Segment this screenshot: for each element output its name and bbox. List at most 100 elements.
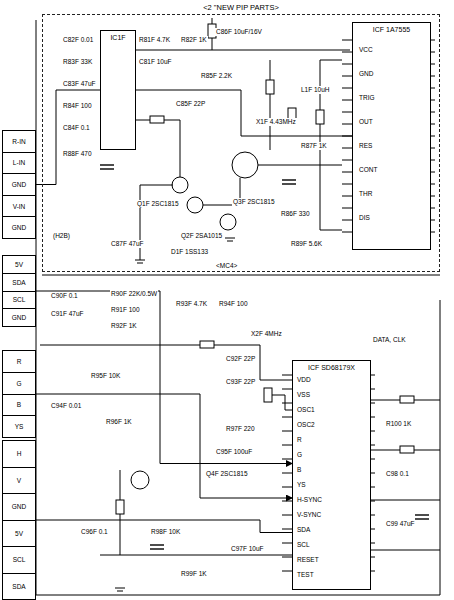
module-ic: IC1F [100, 30, 136, 150]
pin-tick [282, 417, 292, 418]
part-label: R99F 1K [180, 570, 208, 578]
pin-tick [282, 403, 292, 404]
part-label: X1F 4.43MHz [255, 118, 297, 126]
pin-name: L-IN [3, 153, 35, 175]
wire-connector [36, 291, 292, 464]
pin-name: GND [3, 309, 35, 326]
wire-connector [36, 90, 100, 185]
pin-name: GND [3, 217, 35, 238]
part-label: DATA, CLK [372, 336, 407, 344]
wire [272, 395, 292, 410]
pin-name: R-IN [3, 131, 35, 153]
wire [440, 300, 441, 595]
part-label: R94F 100 [218, 300, 249, 308]
ic-name: IC1F [101, 31, 135, 42]
capacitor-symbol [415, 518, 429, 519]
part-label: C98 0.1 [385, 470, 410, 478]
part-label: B [296, 466, 302, 474]
region-title: <2 "NEW PIP PARTS> [201, 3, 281, 12]
transistor-symbol [131, 471, 149, 489]
capacitor-symbol [282, 179, 296, 180]
pin-tick [282, 571, 292, 572]
crystal-symbol [264, 108, 296, 402]
pin-name: SCL [3, 292, 35, 310]
part-label: SDA [296, 526, 311, 534]
part-label: C82F 0.01 [62, 36, 94, 44]
part-label: C86F 10uF/16V [215, 28, 263, 36]
part-label: VCC [358, 46, 374, 54]
part-label: C97F 10uF [230, 545, 265, 553]
transistor-symbol [172, 177, 188, 193]
part-label: OSC2 [296, 421, 316, 429]
capacitor-symbol [150, 548, 164, 549]
part-label: DIS [358, 214, 371, 222]
capacitor-symbol [150, 544, 164, 545]
part-label: R91F 100 [110, 306, 141, 314]
connector: HVGND5VSCLSDA [2, 440, 36, 600]
pin-name: 5V [3, 256, 35, 274]
resistor-symbol [400, 396, 414, 403]
connector: RGBYS [2, 350, 36, 438]
part-label: R84F 100 [62, 102, 93, 110]
pin-tick [342, 220, 352, 221]
pin-name: SCL [3, 547, 35, 574]
pin-tick [342, 52, 352, 53]
pin-name: YS [3, 416, 35, 437]
resistor-symbol [400, 446, 414, 453]
pin-tick [342, 76, 352, 77]
pin-name: GND [3, 174, 35, 196]
part-label: RESET [296, 556, 320, 564]
pin-tick [282, 431, 292, 432]
resistor-symbol [200, 341, 214, 348]
pin-name: B [3, 395, 35, 417]
crystal-symbol [264, 388, 272, 402]
part-label: R83F 33K [62, 58, 93, 66]
part-label: VDD [296, 376, 312, 384]
pin-tick [282, 529, 292, 530]
wire [40, 345, 292, 380]
part-label: YS [296, 481, 307, 489]
part-label: R92F 1K [110, 322, 138, 330]
pin-name: R [3, 351, 35, 373]
part-label: R93F 4.7K [175, 300, 208, 308]
pin-name: SDA [3, 574, 35, 600]
wire [36, 18, 440, 595]
part-label: (H2B) [52, 232, 71, 240]
ground-symbol [137, 263, 143, 264]
capacitor-symbol [415, 514, 429, 515]
part-label: THR [358, 190, 373, 198]
ground-symbol [227, 241, 233, 242]
transistor-symbol [220, 214, 236, 230]
capacitor-symbol [100, 168, 114, 169]
part-label: R88F 470 [62, 150, 93, 158]
part-label: C96F 0.1 [80, 528, 109, 536]
part-label: CONT [358, 166, 378, 174]
pin-tick [342, 40, 352, 41]
part-label: R [296, 436, 303, 444]
part-label: R96F 1K [105, 418, 133, 426]
wire [140, 185, 173, 260]
ic-name: ICF SD68179X [293, 361, 370, 372]
part-label: R95F 10K [90, 372, 121, 380]
pin-tick [342, 196, 352, 197]
pip-region: <2 "NEW PIP PARTS>IC1FICF 1A7555 [42, 14, 440, 272]
pin-tick [282, 375, 292, 376]
part-label: R86F 330 [280, 210, 311, 218]
pin-tick [342, 160, 352, 161]
part-label: Q1F 2SC1815 [136, 200, 180, 208]
pin-tick [282, 501, 292, 502]
part-label: C94F 0.01 [50, 402, 82, 410]
connector: R-INL-INGNDV-INGND [2, 130, 36, 239]
pin-tick [282, 557, 292, 558]
pin-tick [342, 148, 352, 149]
part-label: Q3F 2SC1815 [232, 198, 276, 206]
pin-tick [342, 100, 352, 101]
pin-tick [342, 232, 352, 233]
part-label: L1F 10uH [300, 86, 331, 94]
part-label: TRIG [358, 94, 376, 102]
transistor-symbol [187, 197, 203, 213]
part-label: R87F 1K [300, 142, 328, 150]
pin-tick [342, 208, 352, 209]
ground-symbol [135, 260, 145, 261]
wire [36, 595, 440, 596]
